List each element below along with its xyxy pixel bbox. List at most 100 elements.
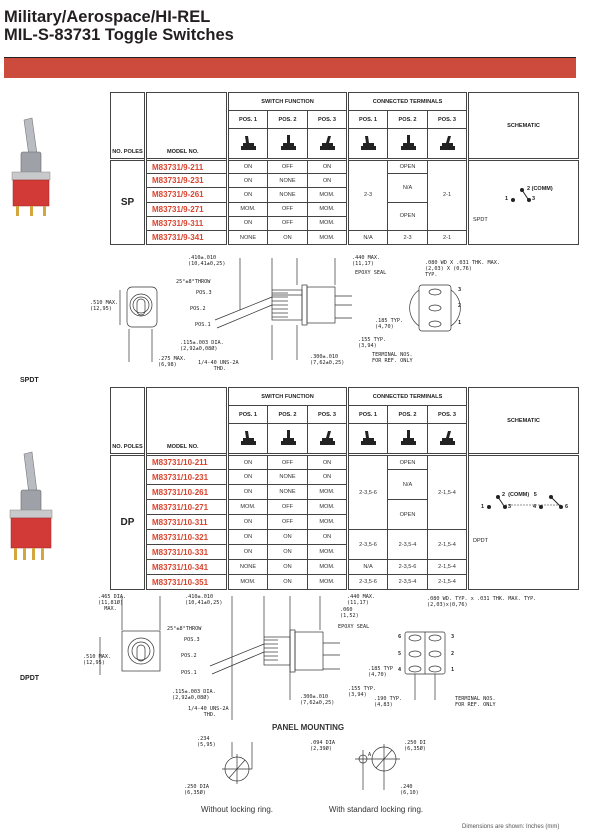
dimension-label: .080 WD X .031 THK. MAX. (2,03) X (0,76)…	[425, 260, 500, 278]
dimension-label: POS.2	[190, 306, 206, 312]
switch-function-cell: MOM.	[306, 201, 349, 217]
spdt-schematic-icon	[511, 188, 532, 202]
dimension-label: 3	[451, 634, 455, 640]
dimension-label: POS.1	[195, 322, 211, 328]
connected-terminals-cell: 2-3,5-4	[387, 574, 429, 590]
schematic-terminal-6: 6	[565, 504, 569, 510]
dimension-label: .060 (1,52)	[340, 607, 359, 619]
switch-function-cell: MOM.	[306, 484, 349, 500]
spdt-drawing-label: SPDT	[20, 377, 39, 384]
switch-function-cell: MOM.	[306, 544, 349, 560]
toggle-position-2-icon	[267, 423, 308, 455]
pos-1-header: POS. 1	[226, 405, 268, 424]
switch-function-cell: ON	[226, 469, 268, 485]
divider	[4, 57, 576, 58]
dimension-label: POS.3	[184, 637, 200, 643]
toggle-position-2-icon	[387, 423, 429, 455]
model-number: M83731/10-341	[144, 559, 228, 575]
connected-terminals-cell: 2-3,5-4	[387, 529, 429, 560]
model-number: M83731/9-261	[144, 187, 228, 203]
model-number: M83731/9-311	[144, 215, 228, 231]
model-number: M83731/10-211	[144, 453, 228, 470]
connected-terminals-cell: 2-3,5-6	[346, 453, 389, 530]
pos-2-header: POS. 2	[387, 110, 429, 129]
dimension-label: 25°±8°THROW	[176, 279, 211, 285]
connected-terminals-cell: 2-1,5-4	[427, 559, 469, 575]
dimension-label: POS.3	[196, 290, 212, 296]
dimension-label: .250 DIA (6,35Ø)	[184, 784, 209, 796]
schematic-comm-label: 2 (COMM) 5	[502, 492, 537, 498]
toggle-position-1-icon	[226, 128, 268, 160]
switch-function-header: SWITCH FUNCTION	[225, 92, 349, 111]
connected-terminals-cell: OPEN	[387, 201, 429, 231]
switch-function-cell: ON	[226, 215, 268, 231]
pos-2-header: POS. 2	[387, 405, 429, 424]
connected-terminals-cell: OPEN	[387, 499, 429, 530]
dimension-label: .234 (5,95)	[197, 736, 216, 748]
switch-function-cell: OFF	[267, 499, 308, 515]
schematic-header: SCHEMATIC	[466, 387, 580, 455]
toggle-position-3-icon	[306, 423, 349, 455]
pos-1-header: POS. 1	[346, 110, 389, 129]
dimension-label: .094 DIA (2,39Ø)	[310, 740, 335, 752]
toggle-position-3-icon	[306, 128, 349, 160]
pos-3-header: POS. 3	[427, 405, 469, 424]
header-band	[4, 58, 576, 78]
schematic-terminal-1: 1	[505, 196, 509, 202]
caption-without-locking-ring: Without locking ring.	[200, 805, 274, 814]
switch-function-cell: ON	[306, 453, 349, 470]
dimension-label: .410±.010 (10,41±0,25)	[185, 594, 223, 606]
dimension-label: .275 MAX. (6,98)	[158, 356, 187, 368]
switch-function-cell: ON	[267, 229, 308, 246]
dimension-label: 1	[458, 320, 462, 326]
dimension-label: .190 TYP. (4,83)	[374, 696, 403, 708]
toggle-position-2-icon	[267, 128, 308, 160]
switch-function-cell: ON	[226, 453, 268, 470]
connected-terminals-cell: N/A	[387, 173, 429, 203]
dpdt-schematic-icon	[487, 495, 564, 509]
toggle-position-1-icon	[346, 423, 389, 455]
model-number: M83731/10-271	[144, 499, 228, 515]
toggle-position-1-icon	[346, 128, 389, 160]
dimension-label: 2	[451, 651, 455, 657]
switch-function-cell: MOM.	[306, 229, 349, 246]
switch-function-cell: ON	[306, 173, 349, 189]
switch-function-cell: ON	[306, 469, 349, 485]
switch-function-cell: NONE	[226, 559, 268, 575]
title-line-2: MIL-S-83731 Toggle Switches	[4, 26, 234, 44]
switch-function-cell: ON	[226, 173, 268, 189]
dimension-label: 1	[451, 667, 455, 673]
switch-function-cell: ON	[306, 157, 349, 175]
switch-function-cell: MOM.	[226, 499, 268, 515]
dimension-label: .155 TYP. (3,94)	[348, 686, 377, 698]
connected-terminals-cell: 2-1,5-4	[427, 453, 469, 530]
connected-terminals-cell: 2-1	[427, 158, 469, 231]
dimension-label: .465 DIA. (11,81Ø) MAX.	[98, 594, 127, 612]
switch-function-cell: MOM.	[306, 559, 349, 575]
caption-with-locking-ring: With standard locking ring.	[328, 805, 424, 814]
dimension-label: EPOXY SEAL	[355, 270, 387, 276]
model-number: M83731/10-261	[144, 484, 228, 500]
schematic-header: SCHEMATIC	[466, 92, 580, 160]
switch-function-cell: ON	[226, 484, 268, 500]
dimension-label: .440 MAX. (11,17)	[352, 255, 381, 267]
model-number: M83731/10-351	[144, 574, 228, 590]
switch-function-cell: ON	[226, 514, 268, 530]
no-poles-header: NO. POLES	[110, 387, 146, 455]
dimension-label: .510 MAX. (12,95)	[83, 654, 112, 666]
switch-function-cell: ON	[267, 559, 308, 575]
dimension-label: .185 TYP. (4,70)	[375, 318, 404, 330]
connected-terminals-header: CONNECTED TERMINALS	[346, 387, 469, 406]
dimension-label: POS.2	[181, 653, 197, 659]
switch-function-cell: OFF	[267, 453, 308, 470]
switch-function-cell: ON	[267, 529, 308, 545]
switch-function-cell: OFF	[267, 157, 308, 175]
dimension-label: 5	[398, 651, 402, 657]
